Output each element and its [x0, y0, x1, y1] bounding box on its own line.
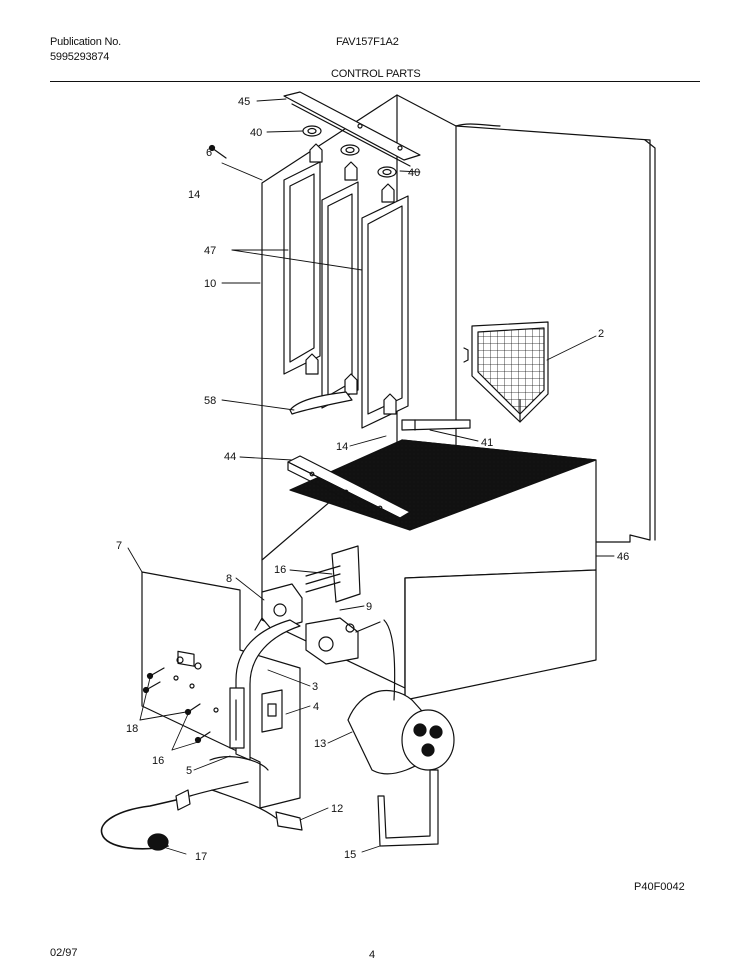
callout-45: 45 — [238, 96, 250, 108]
model-number: FAV157F1A2 — [336, 36, 399, 48]
motor-bracket — [377, 619, 439, 847]
figure-code: P40F0042 — [634, 881, 685, 893]
callout-16-bottom: 16 — [152, 755, 164, 767]
control-panel — [141, 571, 301, 809]
callout-41: 41 — [481, 437, 493, 449]
callout-7: 7 — [116, 540, 122, 552]
callout-13: 13 — [314, 738, 326, 750]
callout-47: 47 — [204, 245, 216, 257]
callout-15: 15 — [344, 849, 356, 861]
wire-harness — [209, 756, 303, 831]
power-cord — [100, 781, 249, 851]
top-bracket — [283, 91, 421, 167]
callout-44: 44 — [224, 451, 236, 463]
callout-5: 5 — [186, 765, 192, 777]
terminal-block — [305, 545, 361, 603]
callout-4: 4 — [313, 701, 319, 713]
callout-10: 10 — [204, 278, 216, 290]
heater-panels — [283, 143, 409, 429]
screw-top — [208, 144, 227, 159]
leader-lines — [127, 98, 615, 855]
callout-16-top: 16 — [274, 564, 286, 576]
publication-number: 5995293874 — [50, 51, 110, 63]
section-title: CONTROL PARTS — [331, 68, 421, 80]
callout-12: 12 — [331, 803, 343, 815]
callout-40-left: 40 — [250, 127, 262, 139]
switch — [261, 689, 283, 733]
callout-14-top: 14 — [188, 189, 200, 201]
air-filter — [463, 321, 549, 423]
defrost-timer — [305, 617, 381, 665]
callout-46: 46 — [617, 551, 629, 563]
footer-date: 02/97 — [50, 947, 78, 959]
callout-18: 18 — [126, 723, 138, 735]
damper-shaft — [401, 419, 471, 431]
callout-58: 58 — [204, 395, 216, 407]
callout-2: 2 — [598, 328, 604, 340]
cover-bracket — [287, 455, 411, 527]
callout-40-right: 40 — [408, 167, 420, 179]
thermostat — [254, 583, 303, 631]
page-number: 4 — [369, 949, 376, 961]
grommets — [302, 125, 397, 178]
callout-9: 9 — [366, 601, 372, 613]
callout-3: 3 — [312, 681, 318, 693]
fan-motor — [347, 690, 455, 775]
callout-14-middle: 14 — [336, 441, 348, 453]
callout-8: 8 — [226, 573, 232, 585]
callout-6-top: 6 — [206, 147, 212, 159]
publication-label: Publication No. — [50, 36, 121, 48]
callout-17: 17 — [195, 851, 207, 863]
callout-labels: 45 40 40 6 14 47 10 2 58 14 41 44 7 16 4… — [116, 96, 629, 863]
header-rule — [50, 81, 700, 82]
mounting-bracket — [229, 619, 301, 761]
damper-flap — [289, 391, 353, 415]
